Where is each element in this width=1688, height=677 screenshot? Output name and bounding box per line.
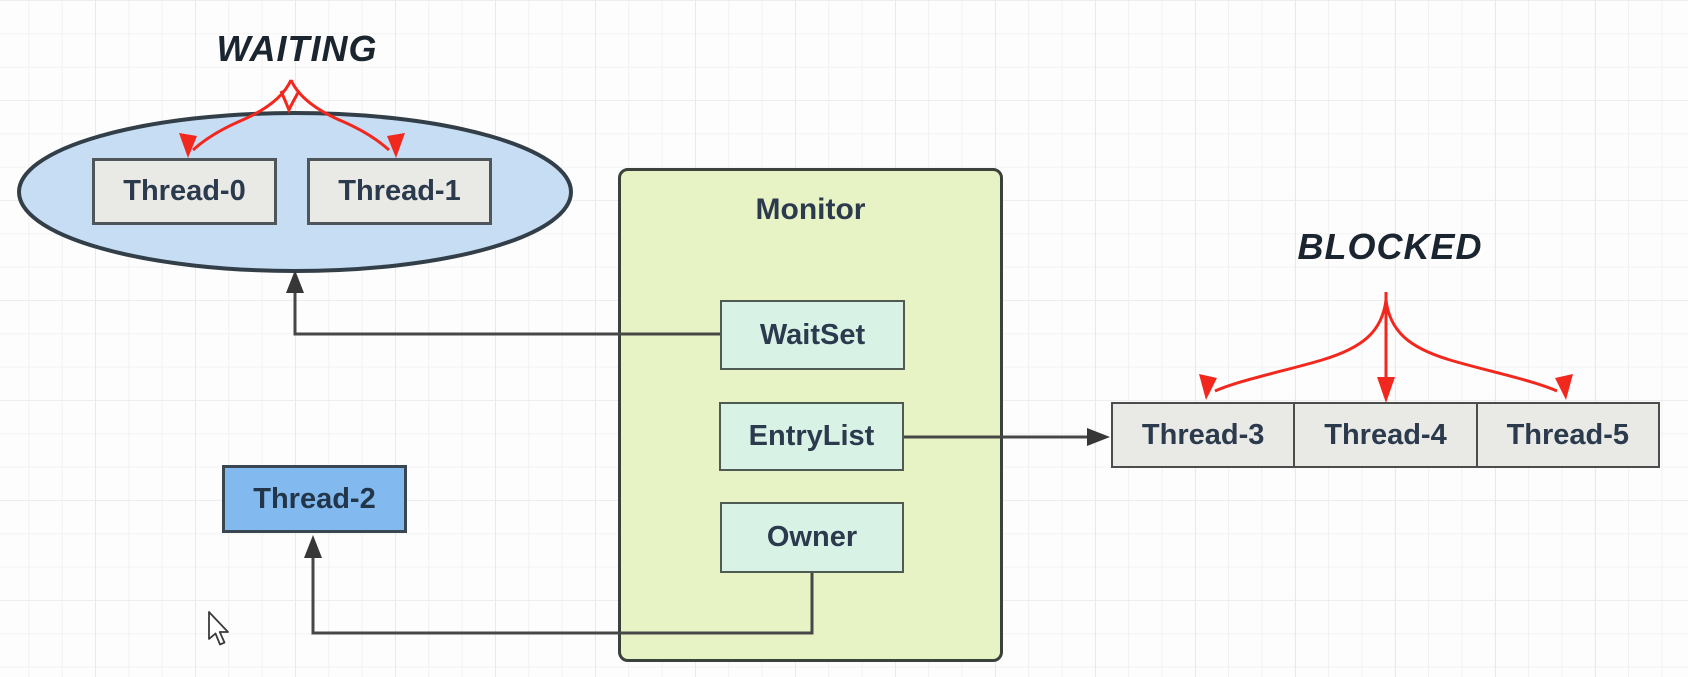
thread-1-node[interactable]: Thread-1 [307, 158, 492, 225]
blocked-threads-row[interactable]: Thread-3 Thread-4 Thread-5 [1111, 402, 1660, 468]
thread-4-label: Thread-4 [1324, 418, 1447, 451]
thread-2-node[interactable]: Thread-2 [222, 465, 407, 533]
waiting-state-label: WAITING [216, 28, 378, 69]
thread-5-label: Thread-5 [1506, 418, 1630, 451]
thread-1-label: Thread-1 [338, 175, 461, 207]
thread-2-label: Thread-2 [253, 482, 376, 515]
owner-connector-arrowhead-icon [304, 535, 322, 558]
mouse-cursor-icon [208, 611, 229, 646]
waitset-label: WaitSet [759, 318, 866, 351]
owner-label: Owner [766, 521, 858, 553]
thread-5-cell[interactable]: Thread-5 [1475, 404, 1658, 466]
thread-0-node[interactable]: Thread-0 [92, 158, 277, 225]
blocked-state-label: BLOCKED [1297, 226, 1483, 267]
entrylist-slot[interactable]: EntryList [719, 402, 904, 471]
thread-0-label: Thread-0 [123, 175, 246, 207]
entrylist-connector-arrowhead-icon [1087, 428, 1110, 446]
thread-3-cell[interactable]: Thread-3 [1113, 404, 1293, 466]
thread-4-cell[interactable]: Thread-4 [1293, 404, 1475, 466]
waitset-slot[interactable]: WaitSet [720, 300, 905, 370]
waiting-split-arrow-icon [179, 79, 405, 158]
waitset-connector-arrowhead-icon [286, 270, 304, 293]
owner-slot[interactable]: Owner [720, 502, 904, 573]
entrylist-label: EntryList [748, 420, 875, 452]
blocked-split-arrow-icon [1199, 292, 1573, 403]
monitor-title: Monitor [755, 193, 866, 226]
thread-3-label: Thread-3 [1141, 418, 1265, 451]
